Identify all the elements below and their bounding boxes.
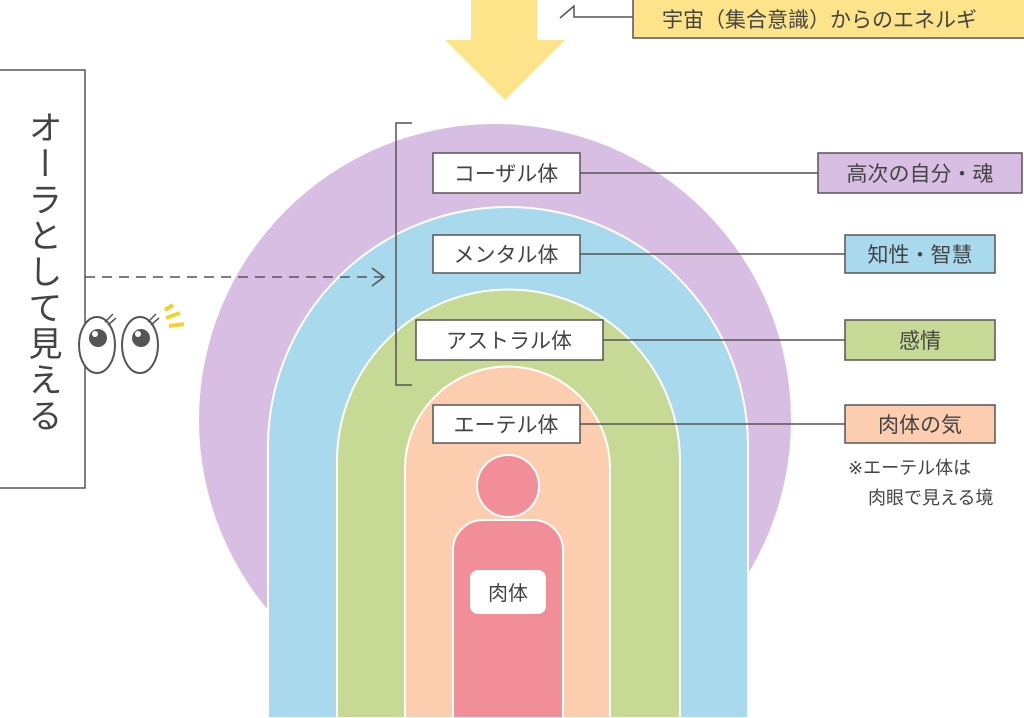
side-label: オーラとして見える xyxy=(22,110,62,434)
eyes-icon xyxy=(78,303,185,374)
layer-name: メンタル体 xyxy=(454,243,559,267)
layer-meaning: 感情 xyxy=(899,329,941,353)
energy-leader-line xyxy=(559,4,633,19)
energy-arrow-icon xyxy=(445,0,565,100)
layer-meaning: 肉体の気 xyxy=(878,413,962,437)
aura-bracket xyxy=(395,122,412,386)
layer-meaning: 高次の自分・魂 xyxy=(847,162,994,186)
layer-name: アストラル体 xyxy=(446,329,572,353)
body-label: 肉体 xyxy=(488,581,528,605)
layer-meaning: 知性・智慧 xyxy=(868,243,973,267)
layer-mental: メンタル体 知性・智慧 xyxy=(432,234,996,274)
energy-label-box xyxy=(632,0,1024,39)
person-icon: 肉体 xyxy=(452,454,564,718)
layer-causal: コーザル体 高次の自分・魂 xyxy=(432,152,1023,194)
note-line-1: ※エーテル体は xyxy=(848,458,971,479)
arrowhead-icon xyxy=(371,267,386,287)
energy-label: 宇宙（集合意識）からのエネルギ xyxy=(662,8,977,32)
layer-astral: アストラル体 感情 xyxy=(415,319,996,361)
layer-etheric: エーテル体 肉体の気 xyxy=(432,404,996,444)
layer-name: エーテル体 xyxy=(454,413,559,437)
layer-name: コーザル体 xyxy=(454,162,559,186)
side-label-box xyxy=(0,69,86,489)
note-line-2: 肉眼で見える境 xyxy=(868,488,993,509)
